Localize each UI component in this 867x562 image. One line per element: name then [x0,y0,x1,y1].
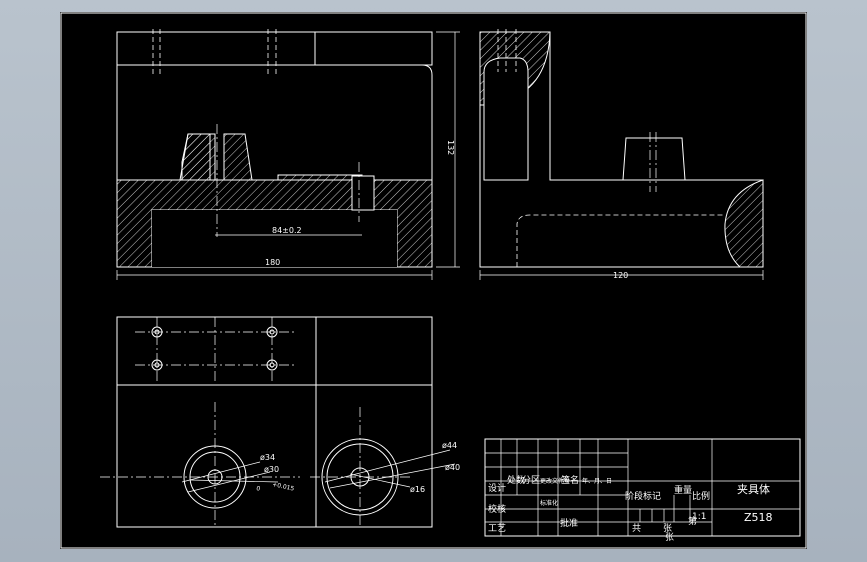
dim-width-side: 120 [613,271,628,280]
tb-standardize: 标准化 [540,499,558,507]
front-view: 84±0.2 180 132 [116,29,460,280]
tb-stage-mark: 阶段标记 [625,490,661,502]
part-title: 夹具体 [737,482,770,496]
dim-d44: ø44 [442,441,457,450]
tb-check: 校核 [488,503,506,515]
dim-width-front: 180 [265,258,280,267]
tb-process: 工艺 [488,523,506,534]
dim-d16: ø16 [410,485,425,494]
title-block: 处数 分区 更改文件号 签名 年、月、日 设计 标准化 校核 工艺 批准 阶段标… [484,438,801,543]
tb-design: 设计 [488,482,506,494]
tb-scale: 1:1 [692,512,706,522]
engineering-drawing: 84±0.2 180 132 120 [60,12,807,549]
tb-ratio: 比例 [692,490,710,502]
tb-col-count: 处数 [507,474,525,486]
dim-slot: 84±0.2 [272,226,302,235]
dim-d34: ø34 [260,453,275,462]
tb-approve: 批准 [560,517,578,529]
dim-height: 132 [446,140,455,155]
dim-d30: ø30 [264,465,279,474]
side-view: 120 [479,29,764,280]
tb-col-sign: 签名 [561,474,579,486]
dim-d30-tol2: 0 [256,485,261,493]
tb-sheets-total: 共 [632,523,641,534]
sheet-border [60,12,807,549]
tb-col-zone: 分区 [522,475,540,486]
tb-sheets-label: 张 [663,523,672,534]
dim-d40: ø40 [445,463,460,472]
drawing-number: Z518 [744,511,773,524]
tb-col-change-doc: 更改文件号 [540,477,570,485]
dim-d30-tol: +0.015 [272,481,295,493]
tb-sheet-label: 张 [665,532,674,543]
tb-weight: 重量 [674,484,692,496]
top-view: ø34 ø30 +0.015 0 ø44 ø40 ø16 [100,316,460,528]
tb-col-date: 年、月、日 [582,477,612,485]
tb-sheet-no: 第 [688,515,697,527]
drawing-sheet: 84±0.2 180 132 120 [60,12,807,549]
